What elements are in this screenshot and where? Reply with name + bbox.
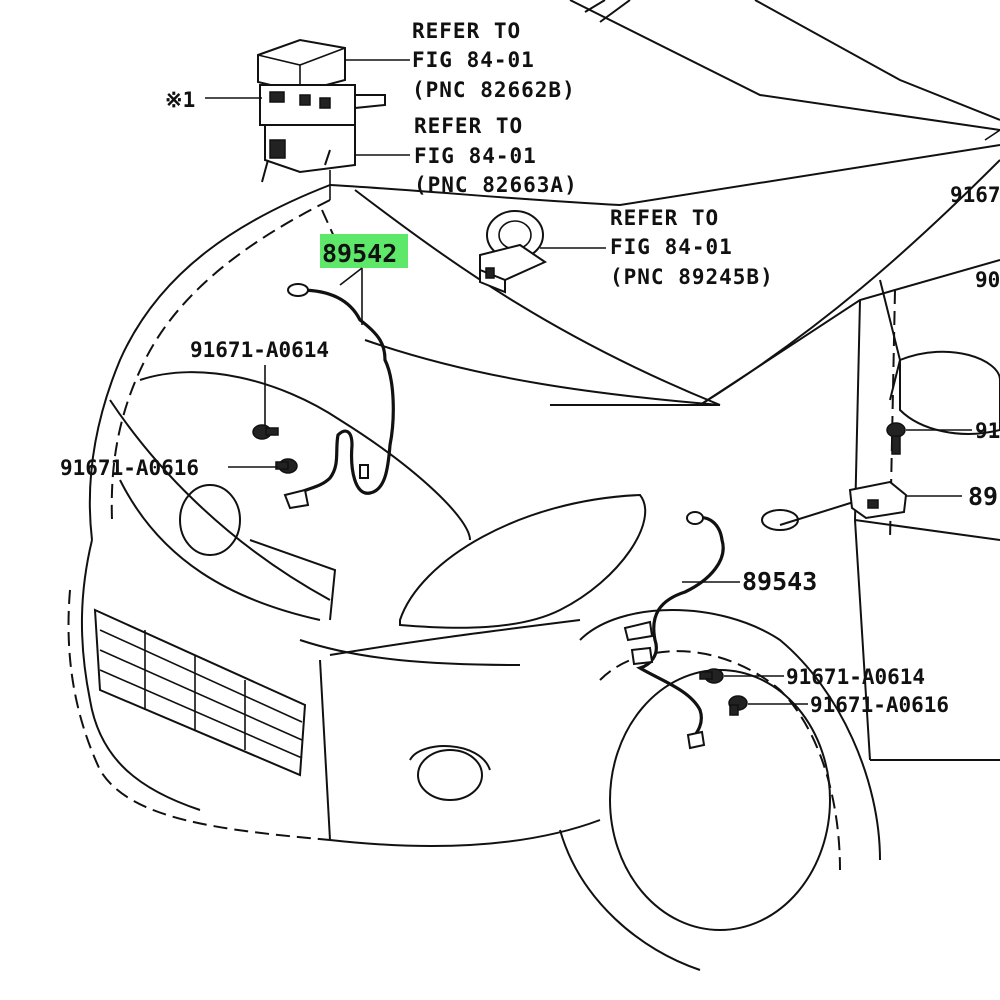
speed-sensor-front-lh: [623, 511, 725, 750]
highlight-89542: [320, 234, 408, 268]
leader-cut-9167: [984, 129, 1000, 141]
speed-sensor-front-rh: [283, 283, 395, 510]
svg-text:REFER TO: REFER TO: [414, 114, 523, 138]
side-sensor: [848, 480, 908, 520]
pnc-89543: 89543: [742, 567, 817, 596]
svg-text:(PNC 82662B): (PNC 82662B): [412, 78, 576, 102]
cutoff-label-91: 91: [975, 419, 1000, 443]
abs-actuator-callout: REFER TO FIG 84-01 (PNC 82662B): [412, 19, 576, 102]
svg-text:REFER TO: REFER TO: [610, 206, 719, 230]
note-marker: ※1: [165, 88, 195, 112]
bolt-lh-upper: [699, 668, 724, 684]
abs-bracket-callout: REFER TO FIG 84-01 (PNC 82663A): [414, 114, 578, 197]
svg-text:REFER TO: REFER TO: [412, 19, 521, 43]
bolt-rh-lower: [275, 458, 298, 474]
cutoff-label-89: 89: [968, 482, 998, 511]
yaw-sensor-callout: REFER TO FIG 84-01 (PNC 89245B): [610, 206, 774, 289]
yaw-rate-sensor: [479, 210, 548, 294]
bolt-rh-upper: [252, 424, 279, 440]
pnc-bolt-lh-upper: 91671-A0614: [786, 665, 925, 689]
pnc-bolt-rh-lower: 91671-A0616: [60, 456, 199, 480]
pnc-89542: 89542: [322, 239, 397, 268]
svg-text:FIG 84-01: FIG 84-01: [414, 144, 537, 168]
leader-89542-b: [339, 267, 363, 286]
abs-actuator-assembly: [257, 38, 386, 183]
pnc-bolt-rh-upper: 91671-A0614: [190, 338, 329, 362]
cutoff-label-90: 90: [975, 268, 1000, 292]
svg-text:(PNC 82663A): (PNC 82663A): [414, 173, 578, 197]
cutoff-label-9167: 9167: [950, 183, 1000, 207]
vehicle-body-outline: [67, 0, 1000, 971]
pnc-bolt-lh-lower: 91671-A0616: [810, 693, 949, 717]
svg-text:FIG 84-01: FIG 84-01: [412, 48, 535, 72]
bolt-lh-lower: [728, 695, 748, 716]
svg-text:FIG 84-01: FIG 84-01: [610, 235, 733, 259]
svg-text:(PNC 89245B): (PNC 89245B): [610, 265, 774, 289]
door-bolt: [886, 422, 906, 455]
